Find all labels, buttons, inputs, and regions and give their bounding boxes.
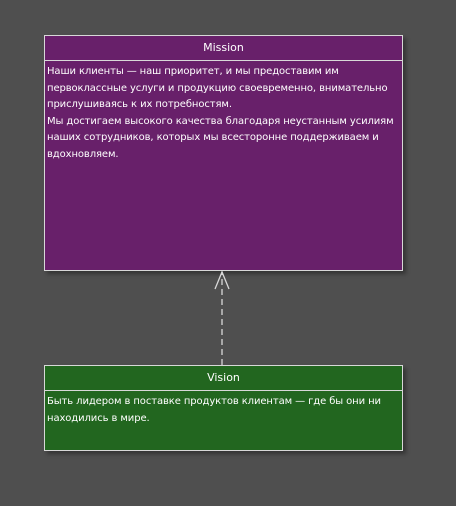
mission-title: Mission — [45, 36, 402, 61]
vision-title: Vision — [45, 366, 402, 391]
mission-paragraph-2: Мы достигаем высокого качества благодаря… — [47, 115, 394, 160]
vision-box: Vision Быть лидером в поставке продуктов… — [44, 365, 403, 451]
mission-box: Mission Наши клиенты — наш приоритет, и … — [44, 35, 403, 271]
mission-paragraph-1: Наши клиенты — наш приоритет, и мы предо… — [47, 66, 388, 110]
connector-open-arrowhead — [214, 270, 230, 290]
mission-body: Наши клиенты — наш приоритет, и мы предо… — [45, 61, 402, 163]
vision-paragraph-1: Быть лидером в поставке продуктов клиент… — [47, 396, 381, 424]
vision-body: Быть лидером в поставке продуктов клиент… — [45, 391, 402, 427]
